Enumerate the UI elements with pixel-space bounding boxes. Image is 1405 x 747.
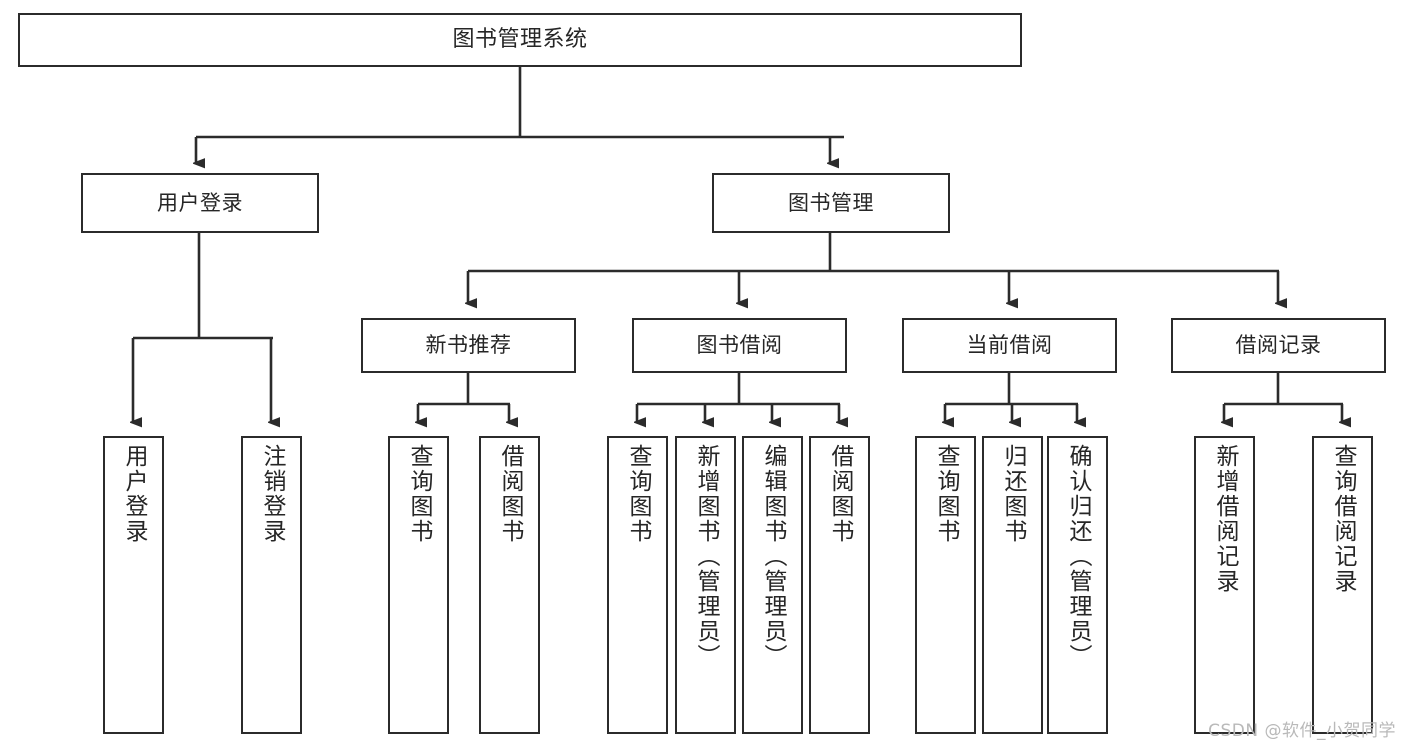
leaf-return-book[interactable]: 归还图书: [982, 436, 1043, 734]
node-new-book-rec[interactable]: 新书推荐: [361, 318, 576, 373]
node-current-borrow[interactable]: 当前借阅: [902, 318, 1117, 373]
node-root[interactable]: 图书管理系统: [18, 13, 1022, 67]
leaf-borrow-book-2[interactable]: 借阅图书: [809, 436, 870, 734]
node-root-label: 图书管理系统: [452, 27, 588, 53]
leaf-edit-book[interactable]: 编辑图书（管理员）: [742, 436, 803, 734]
node-current-borrow-label: 当前借阅: [966, 333, 1053, 358]
leaf-confirm-return-label: 确认归还（管理员）: [1065, 444, 1091, 669]
leaf-query-record-label: 查询借阅记录: [1330, 444, 1356, 594]
leaf-add-record-label: 新增借阅记录: [1212, 444, 1238, 594]
leaf-logout-label: 注销登录: [259, 444, 285, 544]
leaf-query-book-1[interactable]: 查询图书: [388, 436, 449, 734]
watermark: CSDN @软件_小贺同学: [1208, 721, 1396, 741]
leaf-logout[interactable]: 注销登录: [241, 436, 302, 734]
leaf-return-book-label: 归还图书: [1000, 444, 1026, 544]
leaf-query-book-3-label: 查询图书: [933, 444, 959, 544]
leaf-borrow-book-1[interactable]: 借阅图书: [479, 436, 540, 734]
leaf-borrow-book-2-label: 借阅图书: [827, 444, 853, 544]
node-book-manage[interactable]: 图书管理: [712, 173, 950, 233]
leaf-edit-book-label: 编辑图书（管理员）: [760, 444, 786, 669]
leaf-borrow-book-1-label: 借阅图书: [497, 444, 523, 544]
leaf-user-login-label: 用户登录: [121, 444, 147, 544]
node-borrow-record[interactable]: 借阅记录: [1171, 318, 1386, 373]
leaf-add-book[interactable]: 新增图书（管理员）: [675, 436, 736, 734]
leaf-add-book-label: 新增图书（管理员）: [693, 444, 719, 669]
node-user-login[interactable]: 用户登录: [81, 173, 319, 233]
leaf-query-book-2[interactable]: 查询图书: [607, 436, 668, 734]
node-user-login-label: 用户登录: [157, 190, 243, 215]
node-borrow-record-label: 借阅记录: [1235, 333, 1322, 358]
node-new-book-rec-label: 新书推荐: [425, 333, 512, 358]
node-book-borrow[interactable]: 图书借阅: [632, 318, 847, 373]
leaf-query-book-3[interactable]: 查询图书: [915, 436, 976, 734]
leaf-query-book-1-label: 查询图书: [406, 444, 432, 544]
leaf-confirm-return[interactable]: 确认归还（管理员）: [1047, 436, 1108, 734]
node-book-borrow-label: 图书借阅: [696, 333, 783, 358]
node-book-manage-label: 图书管理: [788, 190, 874, 215]
leaf-query-book-2-label: 查询图书: [625, 444, 651, 544]
leaf-add-record[interactable]: 新增借阅记录: [1194, 436, 1255, 734]
leaf-user-login[interactable]: 用户登录: [103, 436, 164, 734]
leaf-query-record[interactable]: 查询借阅记录: [1312, 436, 1373, 734]
